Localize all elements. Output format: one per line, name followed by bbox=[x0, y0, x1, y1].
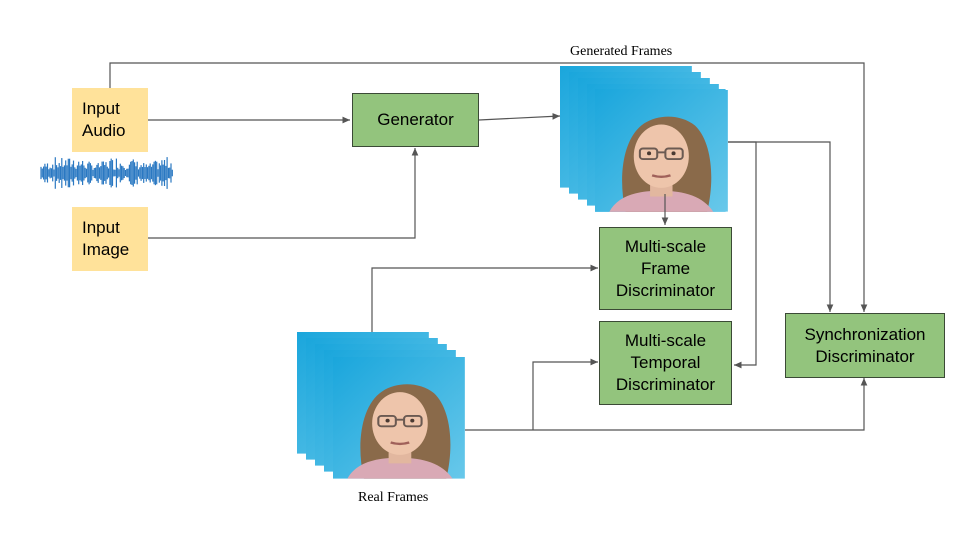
temporal-discriminator-block: Multi-scale Temporal Discriminator bbox=[599, 321, 732, 405]
arrow-generated-to-sync-disc bbox=[728, 141, 834, 312]
arrow-real-to-sync-disc bbox=[465, 378, 868, 431]
real-frames-caption: Real Frames bbox=[358, 490, 429, 505]
generated-frames-caption: Generated Frames bbox=[570, 44, 673, 59]
frame-discriminator-block: Multi-scale Frame Discriminator bbox=[599, 227, 732, 310]
real-frames-stack bbox=[295, 330, 467, 480]
generated-frames-stack bbox=[558, 64, 730, 214]
arrow-audio-to-sync bbox=[109, 62, 868, 312]
generator-block: Generator bbox=[352, 93, 479, 147]
real-frame-front bbox=[331, 355, 467, 480]
arrow-image-to-generator bbox=[148, 148, 419, 239]
arrow-generator-to-frames bbox=[478, 113, 561, 121]
input-audio-box: Input Audio bbox=[72, 88, 148, 152]
arrow-real-to-temporal-disc bbox=[532, 358, 598, 430]
generated-frame-front bbox=[593, 87, 727, 214]
input-image-box: Input Image bbox=[72, 207, 148, 271]
sync-discriminator-block: Synchronization Discriminator bbox=[785, 313, 945, 378]
arrow-real-to-frame-disc bbox=[371, 264, 598, 332]
arrow-generated-to-temporal-disc bbox=[728, 141, 757, 369]
audio-waveform-icon bbox=[40, 157, 173, 189]
